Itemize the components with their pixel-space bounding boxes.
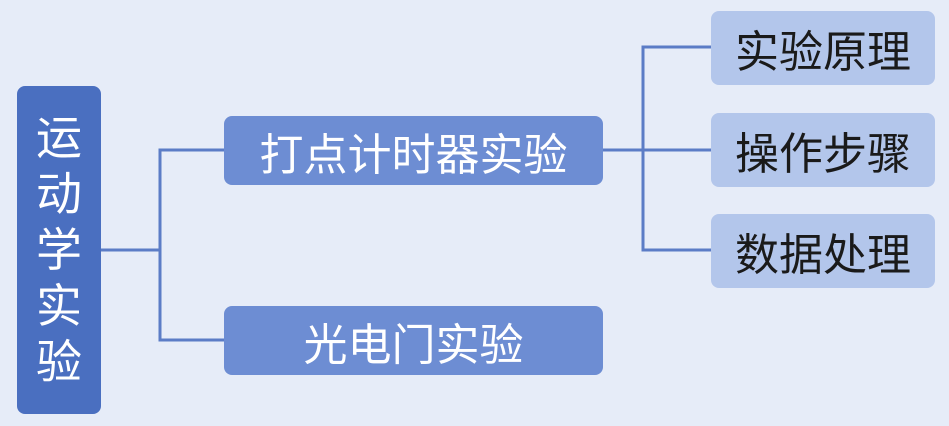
branch-label: 打点计时器实验: [259, 129, 568, 181]
root-label-char: 验: [36, 335, 82, 389]
root-label-char: 学: [36, 223, 82, 277]
root-label: 运动学实验: [36, 110, 82, 390]
root-label-char: 运: [36, 111, 82, 165]
root-label-char: 动: [36, 167, 82, 221]
leaf-label: 操作步骤: [735, 129, 911, 180]
leaf-node-procedure: 操作步骤: [711, 113, 935, 187]
root-node: 运动学实验: [17, 86, 101, 414]
leaf-node-principle: 实验原理: [711, 11, 935, 85]
root-label-char: 实: [36, 279, 82, 333]
leaf-node-data-processing: 数据处理: [711, 214, 935, 288]
branch-node-timer-experiment: 打点计时器实验: [224, 116, 603, 185]
leaf-label: 数据处理: [735, 230, 911, 281]
branch-label: 光电门实验: [303, 319, 524, 371]
branch-node-photogate-experiment: 光电门实验: [224, 306, 603, 375]
leaf-label: 实验原理: [735, 27, 911, 78]
